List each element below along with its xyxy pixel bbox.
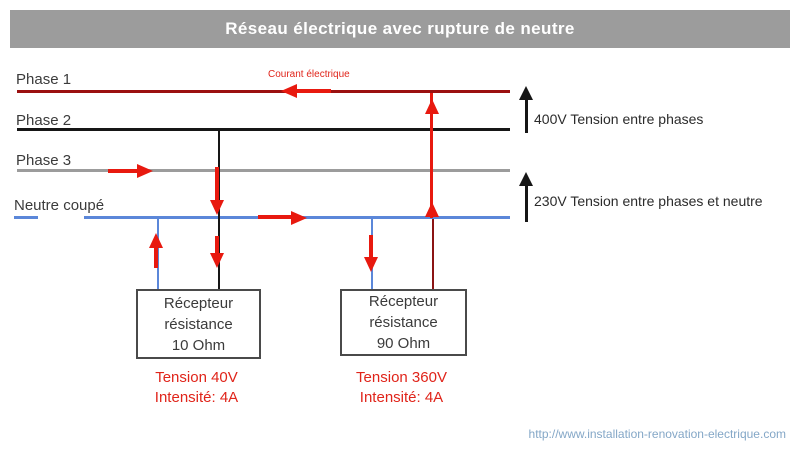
receiver-line: Récepteur [368,293,439,310]
current-arrow-left-icon [281,84,297,98]
current-shaft-blue1 [154,246,158,268]
current-arrow-up-icon [425,202,439,217]
current-flow-label: Courant électrique [268,69,350,80]
receiver-line: 90 Ohm [376,335,431,352]
intensite-value: Intensité: 4A [359,389,444,406]
voltage-arrow-shaft-230 [525,185,528,222]
phase1-drop-wire [432,219,434,290]
current-arrow-up-icon [425,99,439,114]
voltage-400-label: 400V Tension entre phases [534,111,704,127]
current-arrow-up-icon [149,233,163,248]
neutral-label: Neutre coupé [14,197,105,214]
page-title: Réseau électrique avec rupture de neutre [225,19,575,38]
receiver-box-10ohm: Récepteur résistance 10 Ohm [136,289,261,359]
current-arrow-right-icon [291,211,307,225]
receiver-line: résistance [369,314,438,331]
current-shaft-drop1-lower [215,236,219,256]
phase3-wire [17,169,510,172]
current-arrow-down-icon [210,253,224,268]
phase1-wire [17,90,510,93]
phase2-label: Phase 2 [16,112,72,129]
tension-value: Tension 40V [155,369,238,386]
voltage-arrow-up-icon [519,86,533,100]
current-shaft-phase3 [108,169,140,173]
current-shaft-blue2 [369,235,373,259]
receiver2-measurements: Tension 360V Intensité: 4A [335,368,468,408]
current-shaft-riser [430,93,433,218]
current-arrow-down-icon [210,200,224,215]
phase1-label: Phase 1 [16,71,72,88]
current-arrow-right-icon [137,164,153,178]
website-url[interactable]: http://www.installation-renovation-elect… [528,427,786,441]
current-shaft-phase1 [294,89,331,93]
receiver-box-90ohm: Récepteur résistance 90 Ohm [340,289,467,356]
tension-value: Tension 360V [356,369,447,386]
current-shaft-drop1-upper [215,167,219,203]
current-shaft-neutral [258,215,294,219]
phase2-wire [17,128,510,131]
receiver-line: Récepteur [163,294,234,312]
title-bar: Réseau électrique avec rupture de neutre [10,10,790,48]
neutral-wire-stub [14,216,38,219]
receiver-line: résistance [164,315,233,333]
voltage-arrow-shaft-400 [525,97,528,133]
receiver1-measurements: Tension 40V Intensité: 4A [136,368,257,408]
phase3-label: Phase 3 [16,152,72,169]
neutral-drop-wire-1 [157,219,159,290]
intensite-value: Intensité: 4A [154,389,239,406]
voltage-230-label: 230V Tension entre phases et neutre [534,193,763,209]
receiver-line: 10 Ohm [171,336,226,354]
voltage-arrow-up-icon [519,172,533,186]
current-arrow-down-icon [364,257,378,272]
